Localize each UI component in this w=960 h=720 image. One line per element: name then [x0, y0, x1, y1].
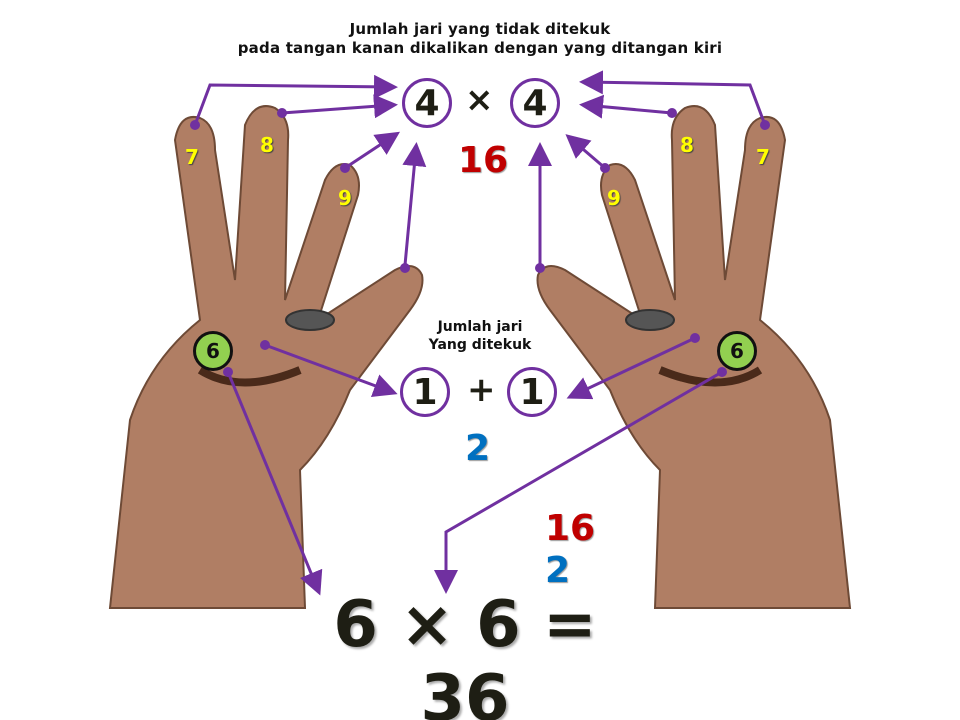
- tens-product: 16: [458, 140, 509, 181]
- summary-units: 2: [545, 550, 571, 591]
- finger-label-7-right: 7: [756, 145, 770, 169]
- finger-label-8-left: 8: [260, 133, 274, 157]
- right-thumb-marker: 6: [717, 331, 757, 371]
- ring-icon: [625, 309, 675, 331]
- left-bent-count: 1: [400, 367, 450, 417]
- instruction-title: Jumlah jari yang tidak ditekuk pada tang…: [0, 20, 960, 58]
- bent-fingers-label: Jumlah jari Yang ditekuk: [390, 318, 570, 354]
- summary-tens: 16: [545, 508, 596, 549]
- left-hand: [108, 105, 424, 609]
- title-line-1: Jumlah jari yang tidak ditekuk: [349, 20, 611, 38]
- ring-icon: [285, 309, 335, 331]
- final-equation: 6 × 6 = 36: [333, 588, 597, 720]
- title-line-2: pada tangan kanan dikalikan dengan yang …: [237, 39, 723, 57]
- right-hand: [536, 105, 852, 609]
- connector-arrows: [193, 70, 767, 596]
- plus-sign: +: [467, 370, 496, 410]
- finger-label-8-right: 8: [680, 133, 694, 157]
- multiply-sign: ×: [465, 80, 494, 120]
- finger-label-9-left: 9: [338, 186, 352, 210]
- finger-label-7-left: 7: [185, 145, 199, 169]
- bent-label-line-2: Yang ditekuk: [428, 337, 532, 353]
- left-unbent-count: 4: [402, 78, 452, 128]
- left-thumb-marker: 6: [193, 331, 233, 371]
- right-bent-count: 1: [507, 367, 557, 417]
- bent-label-line-1: Jumlah jari: [437, 319, 523, 335]
- right-unbent-count: 4: [510, 78, 560, 128]
- finger-label-9-right: 9: [607, 186, 621, 210]
- bent-sum: 2: [465, 428, 491, 469]
